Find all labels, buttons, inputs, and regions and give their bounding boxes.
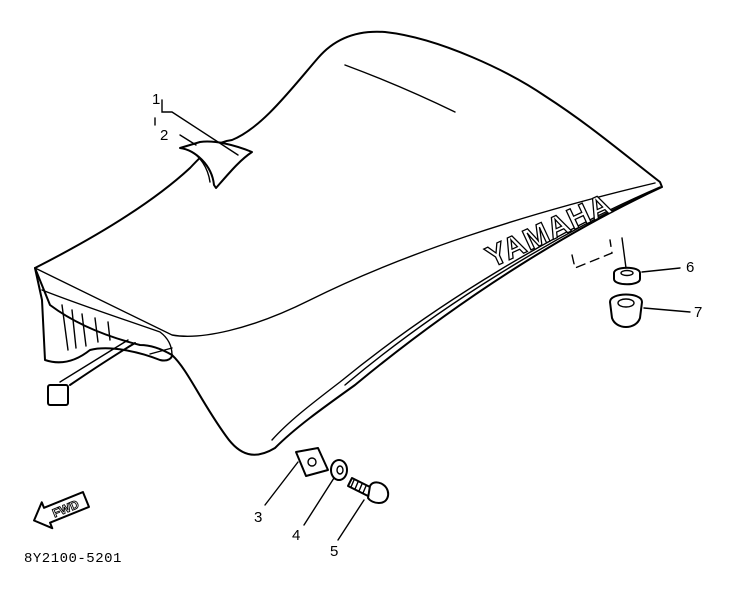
diagram-code: 8Y2100-5201 xyxy=(24,551,122,567)
nut-plate-hole xyxy=(307,457,317,467)
part-5-bolt xyxy=(347,477,390,504)
callout-7: 7 xyxy=(694,304,702,321)
washer-hole xyxy=(336,465,344,475)
seat-strap-inner xyxy=(187,149,211,183)
leader-2 xyxy=(179,134,197,146)
seat-pan-ribs xyxy=(61,304,111,351)
leader-1 xyxy=(154,99,239,156)
forward-arrow: FWD xyxy=(33,491,90,530)
washer-body xyxy=(330,459,348,481)
forward-arrow-icon xyxy=(33,491,90,530)
seat-position-guide xyxy=(571,239,613,269)
part-6-grommet xyxy=(613,266,641,286)
leader-4 xyxy=(303,477,335,526)
leader-6 xyxy=(641,267,681,273)
callout-6: 6 xyxy=(686,259,694,276)
collar-nut-hole xyxy=(617,298,635,308)
callout-1: 1 xyxy=(152,91,160,108)
seat-top-contour xyxy=(34,182,656,337)
part-7-collar-nut xyxy=(609,293,643,328)
leader-3 xyxy=(264,461,299,506)
bolt-thread xyxy=(350,479,367,494)
wire-connector xyxy=(47,342,136,406)
connector-plug xyxy=(47,384,69,406)
seat-assembly xyxy=(34,30,663,456)
part-4-washer xyxy=(330,459,348,481)
nut-plate-body xyxy=(295,447,329,477)
seat-pan-underside xyxy=(34,267,173,364)
seat-strap xyxy=(179,140,253,189)
callout-3: 3 xyxy=(254,509,262,526)
brand-emblem: YAMAHA xyxy=(481,187,617,274)
seat-stitch-line xyxy=(344,64,456,113)
leader-5 xyxy=(337,499,365,541)
seat-pan-rim xyxy=(41,289,173,356)
leader-lines xyxy=(154,99,691,541)
callout-5: 5 xyxy=(330,543,338,560)
callout-2: 2 xyxy=(160,127,168,144)
callout-4: 4 xyxy=(292,527,300,544)
bolt-head xyxy=(367,481,390,504)
grommet-hole xyxy=(620,269,634,277)
seat-retainer xyxy=(59,339,173,383)
leader-7 xyxy=(643,307,691,313)
leader-6-vert xyxy=(621,237,627,269)
connector-cable xyxy=(69,342,136,386)
seat-side-trim xyxy=(271,186,661,441)
part-3-nut-plate xyxy=(295,447,329,477)
callout-numbers: 1 2 3 4 5 6 7 xyxy=(152,91,702,560)
seat-outline xyxy=(34,30,663,456)
seat-side-trim-inner xyxy=(344,191,651,386)
